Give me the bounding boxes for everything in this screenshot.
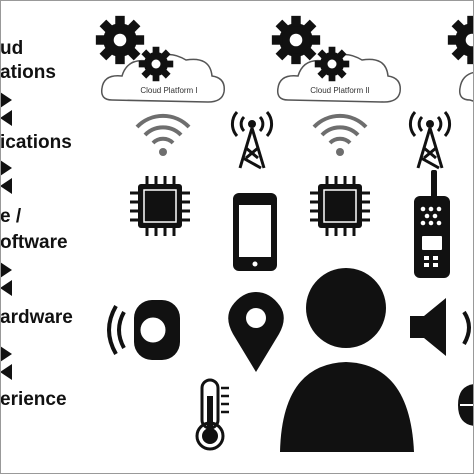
walkie-talkie-icon [414, 170, 450, 278]
location-pin-icon [228, 292, 284, 372]
thermometer-icon [195, 378, 229, 451]
cloud-platform-2: Cloud Platform II [271, 15, 401, 103]
wearable-band-icon [107, 300, 180, 360]
double-arrow-icon [0, 92, 12, 126]
double-arrow-icon [0, 346, 12, 380]
layer-label-software: oftware [0, 232, 68, 253]
smartphone-icon [233, 193, 277, 271]
double-arrow-icon [0, 160, 12, 194]
radio-tower-icon [408, 110, 452, 170]
speaker-icon [410, 298, 471, 356]
person-icon [280, 268, 414, 452]
layer-label-communications: ications [0, 132, 72, 153]
layer-label-experience: erience [0, 389, 67, 410]
gear-icon [314, 46, 350, 82]
double-arrow-icon [0, 262, 12, 296]
cloud-platform-1: Cloud Platform I [95, 15, 225, 103]
cloud-platform-2-label: Cloud Platform II [310, 86, 370, 95]
radio-tower-icon [230, 110, 274, 170]
layer-label-cloud: ud [0, 38, 24, 59]
cloud-icon [458, 71, 474, 103]
cloud-platform-3-partial [447, 15, 474, 103]
wifi-icon [312, 113, 368, 158]
layer-label-hardware: ardware [0, 307, 73, 328]
partial-device-icon [458, 384, 474, 426]
chip-icon [128, 174, 192, 238]
cloud-platform-1-label: Cloud Platform I [140, 86, 197, 95]
gear-icon [95, 15, 145, 65]
wifi-icon [135, 113, 191, 158]
chip-icon [308, 174, 372, 238]
layer-label-applications-top: ations [0, 62, 56, 83]
gear-icon [271, 15, 321, 65]
gear-icon [447, 15, 474, 65]
layer-label-firmware: e / [0, 206, 22, 227]
gear-icon [138, 46, 174, 82]
